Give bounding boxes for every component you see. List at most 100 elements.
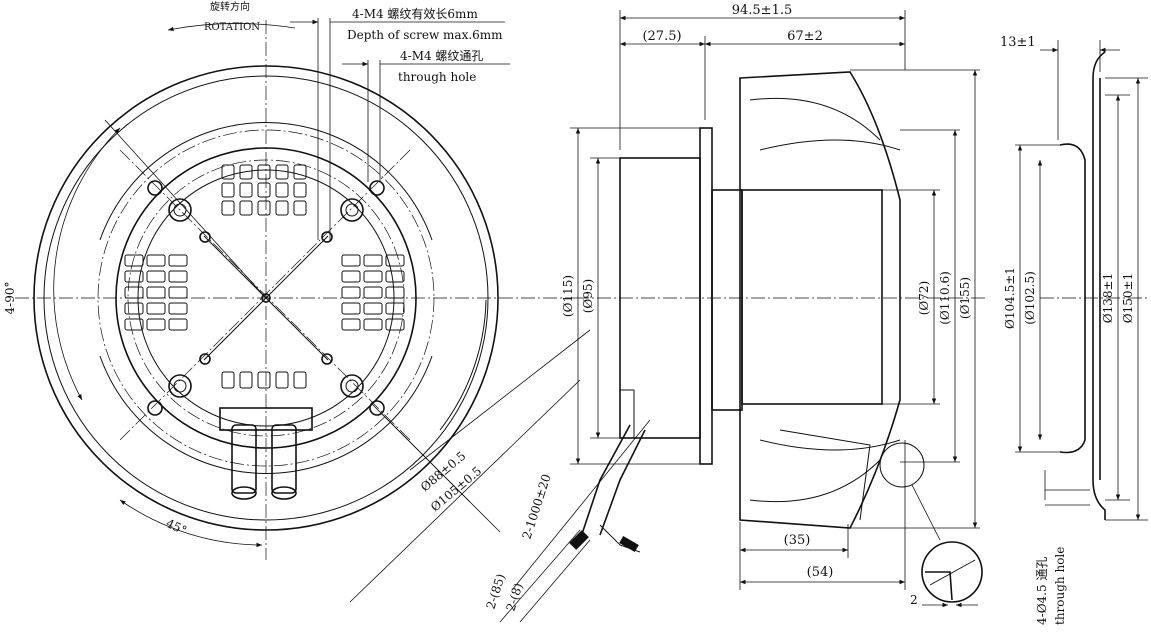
impeller-edge-bottom xyxy=(99,355,433,475)
hole-icon xyxy=(321,231,333,243)
cooling-slot xyxy=(385,286,405,299)
hole-icon xyxy=(321,353,333,365)
blade-line xyxy=(759,439,901,451)
cooling-slot xyxy=(146,318,166,331)
dia-155-label: (Ø155) xyxy=(958,277,972,319)
screw-boss-icon xyxy=(340,374,364,398)
ring-hole-label-cn: 4-Ø4.5 通孔 xyxy=(1035,557,1049,625)
cooling-slot xyxy=(341,318,361,331)
blade-line xyxy=(749,97,881,141)
cable-wire xyxy=(599,429,646,536)
cooling-slot xyxy=(385,270,405,283)
cooling-slot xyxy=(257,200,271,216)
ring-profile-outer xyxy=(1092,78,1106,520)
cable-dim-85 xyxy=(499,529,581,623)
hole-icon xyxy=(199,353,211,365)
outer-ring xyxy=(33,65,499,531)
angle-label-45: 45° xyxy=(164,516,189,538)
cooling-slot xyxy=(124,270,144,283)
dia-115-label: (Ø115) xyxy=(561,275,575,317)
angle-ext-line xyxy=(104,119,267,299)
cooling-slot xyxy=(257,164,271,180)
wire-end-icon xyxy=(619,536,639,552)
dim-label-8: 2-(8) xyxy=(504,581,526,613)
cooling-slot xyxy=(239,164,253,180)
cooling-slot xyxy=(257,182,271,198)
screw-boss-icon xyxy=(168,198,192,222)
dia-110-6-label: (Ø110.6) xyxy=(938,271,952,325)
cooling-slot xyxy=(124,302,144,315)
cable-right xyxy=(271,424,297,494)
bolt-circle-88 xyxy=(127,159,405,437)
detail-line xyxy=(929,559,976,586)
detail-2-label: 2 xyxy=(910,593,918,607)
cooling-slot xyxy=(168,270,188,283)
angle-arc-90 xyxy=(53,127,121,401)
cooling-slot xyxy=(363,286,383,299)
outer-ring-inner xyxy=(43,75,489,521)
cooling-slot xyxy=(124,286,144,299)
cooling-slot xyxy=(257,371,271,389)
cooling-slot xyxy=(221,164,235,180)
overall-length-label: 94.5±1.5 xyxy=(732,3,793,18)
ring-hole-label-en: through hole xyxy=(1053,547,1067,625)
hole-icon xyxy=(147,400,163,416)
cooling-slot xyxy=(221,182,235,198)
cooling-slot xyxy=(385,318,405,331)
cable-dim-line xyxy=(511,419,651,591)
len-35-label: (35) xyxy=(784,533,811,548)
cable-length-label: 2-1000±20 xyxy=(520,472,554,541)
cooling-slot xyxy=(293,200,307,216)
dim105-ext xyxy=(381,413,501,533)
rotation-label-en: ROTATION xyxy=(204,22,260,33)
cooling-slot xyxy=(363,270,383,283)
detail-leader xyxy=(911,484,941,541)
dia-72-label: (Ø72) xyxy=(917,281,931,315)
angle-label-90: 4-90° xyxy=(3,282,17,315)
cable-exit xyxy=(619,389,635,439)
cooling-slot xyxy=(146,302,166,315)
cooling-slot xyxy=(239,182,253,198)
screw-icon xyxy=(173,379,187,393)
angle-arc-45 xyxy=(119,499,263,548)
hole-icon xyxy=(369,400,385,416)
motor-flange-side xyxy=(699,127,713,465)
dim-line-105 xyxy=(349,379,581,603)
cooling-slot xyxy=(341,254,361,267)
dia-104-5-label: Ø104.5±1 xyxy=(1003,267,1017,329)
front-view: 旋转方向 ROTATION 4-M4 螺纹有效长6mm Depth of scr… xyxy=(3,0,651,623)
impeller-hub xyxy=(741,189,883,405)
dia-95-label: (Ø95) xyxy=(581,279,595,313)
dia-150-label: Ø150±1 xyxy=(1121,273,1135,323)
ring-profile-top xyxy=(1092,51,1106,79)
screw-boss-icon xyxy=(168,374,192,398)
rotation-label-cn: 旋转方向 xyxy=(210,0,250,13)
hole-label-en: through hole xyxy=(398,70,476,84)
cooling-slot xyxy=(168,318,188,331)
cooling-slot xyxy=(275,182,289,198)
cooling-slots xyxy=(124,164,405,389)
hole-icon xyxy=(369,180,385,196)
thread-label-cn: 4-M4 螺纹有效长6mm xyxy=(352,6,478,21)
cooling-slot xyxy=(146,270,166,283)
cable-end-icon xyxy=(231,486,257,500)
thickness-label: 13±1 xyxy=(1000,35,1036,50)
cooling-slot xyxy=(293,164,307,180)
cable-left xyxy=(231,424,257,494)
cable-end-icon xyxy=(271,486,297,500)
bolt-circle-105 xyxy=(97,129,435,467)
cooling-slot xyxy=(341,270,361,283)
detail-profile xyxy=(925,571,953,601)
cable-wire xyxy=(579,424,631,541)
thread-label-en: Depth of screw max.6mm xyxy=(347,28,503,42)
cooling-slot xyxy=(275,164,289,180)
cooling-slot xyxy=(168,302,188,315)
cooling-slot xyxy=(275,371,289,389)
rotation-arrow-icon xyxy=(167,23,296,32)
screw-icon xyxy=(345,203,359,217)
mounting-holes xyxy=(147,180,385,416)
cooling-slot xyxy=(221,371,235,389)
cooling-slot xyxy=(341,286,361,299)
inlet-ring-view: 13±1 Ø104.5±1 (Ø102.5) Ø138±1 Ø150±1 4-Ø… xyxy=(1000,35,1150,625)
